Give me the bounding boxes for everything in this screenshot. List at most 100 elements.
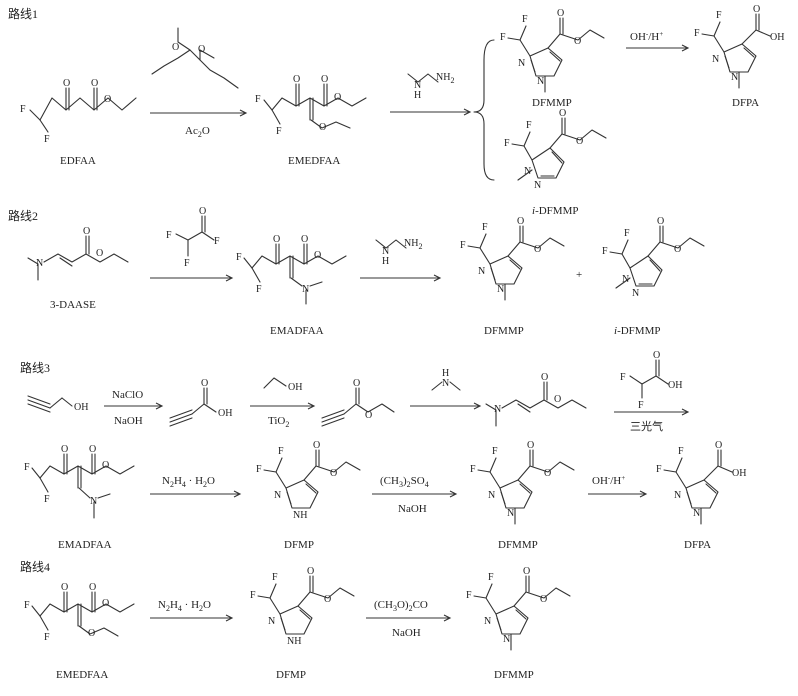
- route-label-2: 路线2: [8, 208, 38, 223]
- svg-text:F: F: [44, 632, 50, 643]
- molecule-dfmmp-r1: F F O O N N: [500, 8, 605, 93]
- svg-text:F: F: [24, 600, 30, 611]
- condition-naoh-r4: NaOH: [392, 627, 421, 639]
- reagent-orthoformate: O O: [151, 27, 239, 89]
- svg-text:O: O: [96, 248, 103, 259]
- svg-text:F: F: [276, 126, 282, 137]
- svg-text:F: F: [624, 228, 630, 239]
- svg-text:N: N: [274, 490, 281, 501]
- svg-text:N: N: [507, 508, 514, 519]
- svg-text:O: O: [319, 122, 326, 133]
- product-brace: [473, 39, 495, 181]
- svg-text:F: F: [492, 446, 498, 457]
- svg-text:N: N: [442, 378, 449, 389]
- svg-text:O: O: [353, 378, 360, 389]
- molecule-dfmmp-r4: F F O O N N: [466, 566, 571, 651]
- reagent-difluoroacetic-acid: F F O OH: [620, 350, 682, 411]
- label-dfmmp-r2: DFMMP: [484, 325, 524, 337]
- svg-text:N: N: [414, 80, 421, 91]
- molecule-dfpa-r3: F F O OH N N: [656, 440, 746, 525]
- reagent-methylhydrazine-r2: N H NH2: [375, 238, 422, 267]
- svg-text:F: F: [24, 462, 30, 473]
- condition-dms: (CH3)2SO4: [380, 475, 429, 489]
- svg-text:F: F: [460, 240, 466, 251]
- svg-text:O: O: [91, 78, 98, 89]
- condition-ac2o: Ac2O: [185, 125, 210, 139]
- svg-text:NH2: NH2: [404, 238, 422, 251]
- condition-tio2: TiO2: [268, 415, 289, 429]
- svg-text:F: F: [256, 464, 262, 475]
- svg-text:N: N: [524, 166, 531, 177]
- svg-text:F: F: [214, 236, 220, 247]
- label-dfmp-r3: DFMP: [284, 539, 314, 551]
- svg-text:F: F: [482, 222, 488, 233]
- svg-text:O: O: [541, 372, 548, 383]
- svg-text:OH: OH: [770, 32, 784, 43]
- svg-text:O: O: [544, 468, 551, 479]
- route-label-3: 路线3: [20, 360, 50, 375]
- svg-text:F: F: [44, 494, 50, 505]
- label-idfmmp-r2: i-DFMMP: [614, 325, 660, 337]
- svg-text:O: O: [104, 94, 111, 105]
- molecule-dfmmp-r2: F F O O N N: [460, 216, 565, 301]
- svg-text:N: N: [484, 616, 491, 627]
- svg-text:F: F: [620, 372, 626, 383]
- label-emedfaa-r1: EMEDFAA: [288, 155, 340, 167]
- svg-text:OH: OH: [218, 408, 232, 419]
- svg-text:N: N: [503, 634, 510, 645]
- svg-text:F: F: [166, 230, 172, 241]
- svg-text:O: O: [61, 444, 68, 455]
- svg-text:NH: NH: [287, 636, 301, 647]
- svg-text:F: F: [602, 246, 608, 257]
- svg-text:H: H: [442, 368, 449, 379]
- reagent-dimethylamine: N H: [431, 368, 461, 391]
- svg-text:F: F: [500, 32, 506, 43]
- svg-text:F: F: [716, 10, 722, 21]
- svg-text:O: O: [102, 460, 109, 471]
- label-dfmmp-r4: DFMMP: [494, 669, 534, 681]
- plus-sign: +: [576, 269, 582, 281]
- label-emedfaa-r4: EMEDFAA: [56, 669, 108, 681]
- label-dfpa-r3: DFPA: [684, 539, 711, 551]
- condition-triphosgene: 三光气: [630, 419, 663, 433]
- molecule-ethyl-propiolate: O O: [321, 378, 395, 427]
- svg-text:O: O: [301, 234, 308, 245]
- condition-naoh-r3-2: NaOH: [398, 503, 427, 515]
- svg-text:O: O: [554, 394, 561, 405]
- svg-text:F: F: [184, 258, 190, 269]
- label-emadfaa-r3: EMADFAA: [58, 539, 112, 551]
- svg-text:N: N: [497, 284, 504, 295]
- svg-text:N: N: [518, 58, 525, 69]
- svg-text:O: O: [527, 440, 534, 451]
- svg-text:N: N: [632, 288, 639, 299]
- route-label-4: 路线4: [20, 559, 50, 574]
- svg-text:O: O: [172, 42, 179, 53]
- svg-text:F: F: [236, 252, 242, 263]
- svg-text:O: O: [307, 566, 314, 577]
- svg-text:N: N: [382, 246, 389, 257]
- svg-text:O: O: [657, 216, 664, 227]
- molecule-emadfaa-r3: F F O O O N: [24, 444, 135, 519]
- label-idfmmp-r1: i-DFMMP: [532, 205, 578, 217]
- svg-text:O: O: [517, 216, 524, 227]
- label-edfaa: EDFAA: [60, 155, 96, 167]
- reagent-difluoroacetyl-fluoride: F F O F: [166, 206, 220, 269]
- molecule-idfmmp-r2: F F O O N N: [602, 216, 705, 299]
- molecule-emadfaa-r2: F F O O O N: [236, 234, 347, 305]
- svg-text:F: F: [694, 28, 700, 39]
- svg-text:F: F: [504, 138, 510, 149]
- svg-text:OH: OH: [668, 380, 682, 391]
- svg-text:OH: OH: [74, 402, 88, 413]
- condition-dmc: (CH3O)2CO: [374, 599, 428, 613]
- svg-text:F: F: [250, 590, 256, 601]
- svg-text:O: O: [201, 378, 208, 389]
- svg-text:O: O: [576, 136, 583, 147]
- svg-text:O: O: [198, 44, 205, 55]
- svg-text:O: O: [574, 36, 581, 47]
- svg-text:O: O: [540, 594, 547, 605]
- molecule-emedfaa-r4: F F O O O O: [24, 582, 135, 643]
- svg-text:NH2: NH2: [436, 72, 454, 85]
- label-dfmmp-r3: DFMMP: [498, 539, 538, 551]
- svg-text:F: F: [256, 284, 262, 295]
- svg-text:N: N: [488, 490, 495, 501]
